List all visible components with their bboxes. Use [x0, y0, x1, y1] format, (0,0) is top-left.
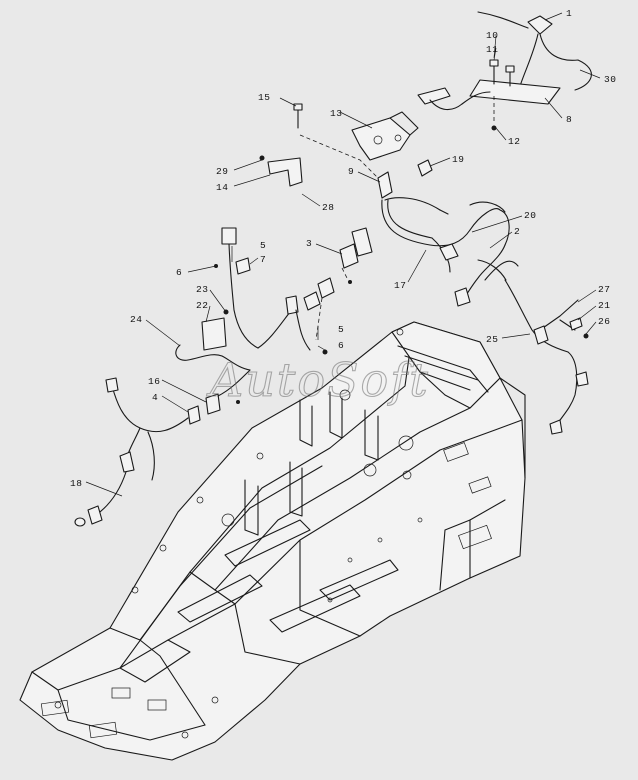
callout-22: 22: [196, 300, 208, 311]
callout-25: 25: [486, 334, 498, 345]
callout-10: 10: [486, 30, 498, 41]
callout-2: 2: [514, 226, 520, 237]
callout-7: 7: [260, 254, 266, 265]
callout-4: 4: [152, 392, 158, 403]
left-harness: [74, 227, 311, 527]
callout-17: 17: [394, 280, 406, 291]
upper-harness: [259, 11, 592, 435]
callout-28: 28: [322, 202, 334, 213]
callout-21: 21: [598, 300, 610, 311]
callout-13: 13: [330, 108, 342, 119]
callout-24: 24: [130, 314, 142, 325]
callout-18: 18: [70, 478, 82, 489]
callout-23: 23: [196, 284, 208, 295]
callout-27: 27: [598, 284, 610, 295]
callout-1: 1: [566, 8, 572, 19]
callout-26: 26: [598, 316, 610, 327]
callout-5a: 5: [260, 240, 266, 251]
callout-6a: 6: [176, 267, 182, 278]
leader-lines: [85, 12, 601, 497]
callout-12: 12: [508, 136, 520, 147]
callout-3: 3: [306, 238, 312, 249]
callout-30: 30: [604, 74, 616, 85]
callout-9: 9: [348, 166, 354, 177]
watermark-text: AutoSoft: [206, 353, 430, 407]
callout-8: 8: [566, 114, 572, 125]
callout-16: 16: [148, 376, 160, 387]
callout-5b: 5: [338, 324, 344, 335]
chassis-frame: [19, 321, 526, 761]
callout-20: 20: [524, 210, 536, 221]
callout-11: 11: [486, 44, 498, 55]
callout-6b: 6: [338, 340, 344, 351]
callout-labels: 1 10 11 30 8 12 15 13 19 9 29 14 28 20 2…: [70, 8, 616, 489]
callout-14: 14: [216, 182, 228, 193]
callout-15: 15: [258, 92, 270, 103]
callout-19: 19: [452, 154, 464, 165]
callout-29: 29: [216, 166, 228, 177]
